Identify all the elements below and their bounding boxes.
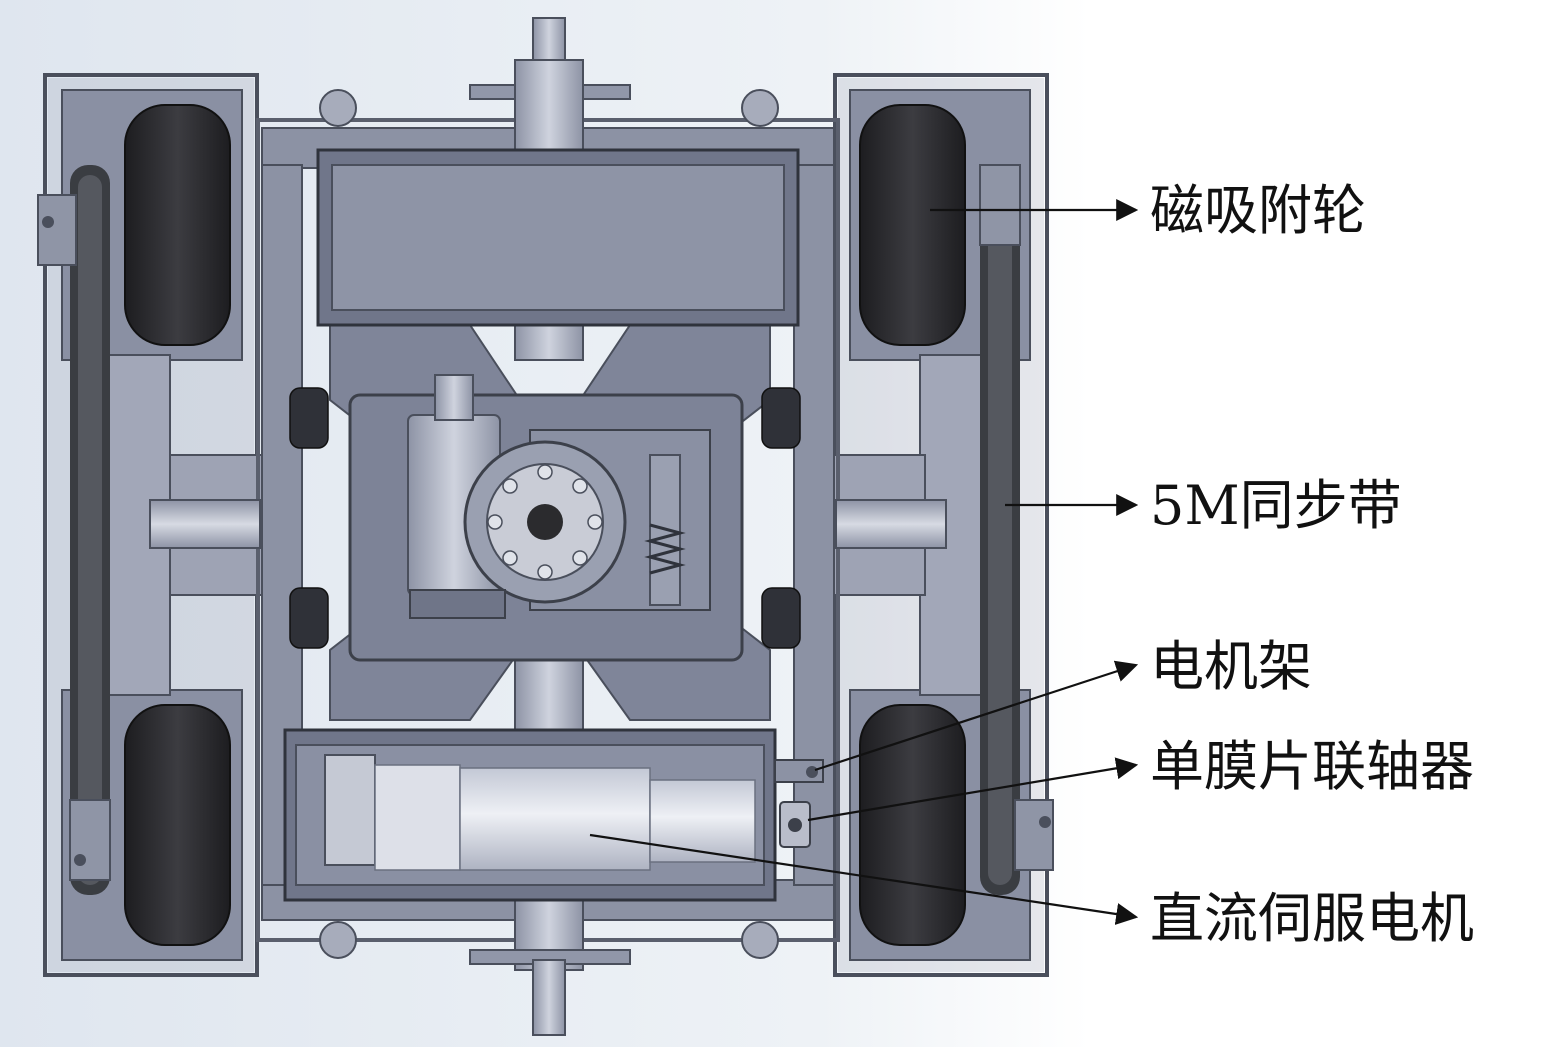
dc-servo-motor-body <box>459 767 651 871</box>
top-control-box <box>316 148 800 327</box>
bottom-motor-box <box>283 728 824 902</box>
callout-arrows <box>589 199 1139 925</box>
label-magnetic-wheel: 磁吸附轮 <box>1150 179 1366 242</box>
arrow-motor-mount <box>814 660 1139 772</box>
right-top-magnetic-wheel <box>859 104 966 346</box>
label-timing-belt: 5M同步带 <box>1150 474 1402 537</box>
central-mount-plate <box>348 374 744 662</box>
left-bottom-magnetic-wheel <box>124 704 231 946</box>
label-coupling: 单膜片联轴器 <box>1150 735 1474 798</box>
right-bottom-magnetic-wheel <box>859 704 966 946</box>
label-motor-mount: 电机架 <box>1150 635 1312 698</box>
arrow-coupling <box>807 757 1139 822</box>
side-brackets <box>289 387 801 649</box>
left-top-magnetic-wheel <box>124 104 231 346</box>
label-dc-servo-motor: 直流伺服电机 <box>1150 887 1474 950</box>
arrow-dc-servo-motor <box>589 833 1139 925</box>
